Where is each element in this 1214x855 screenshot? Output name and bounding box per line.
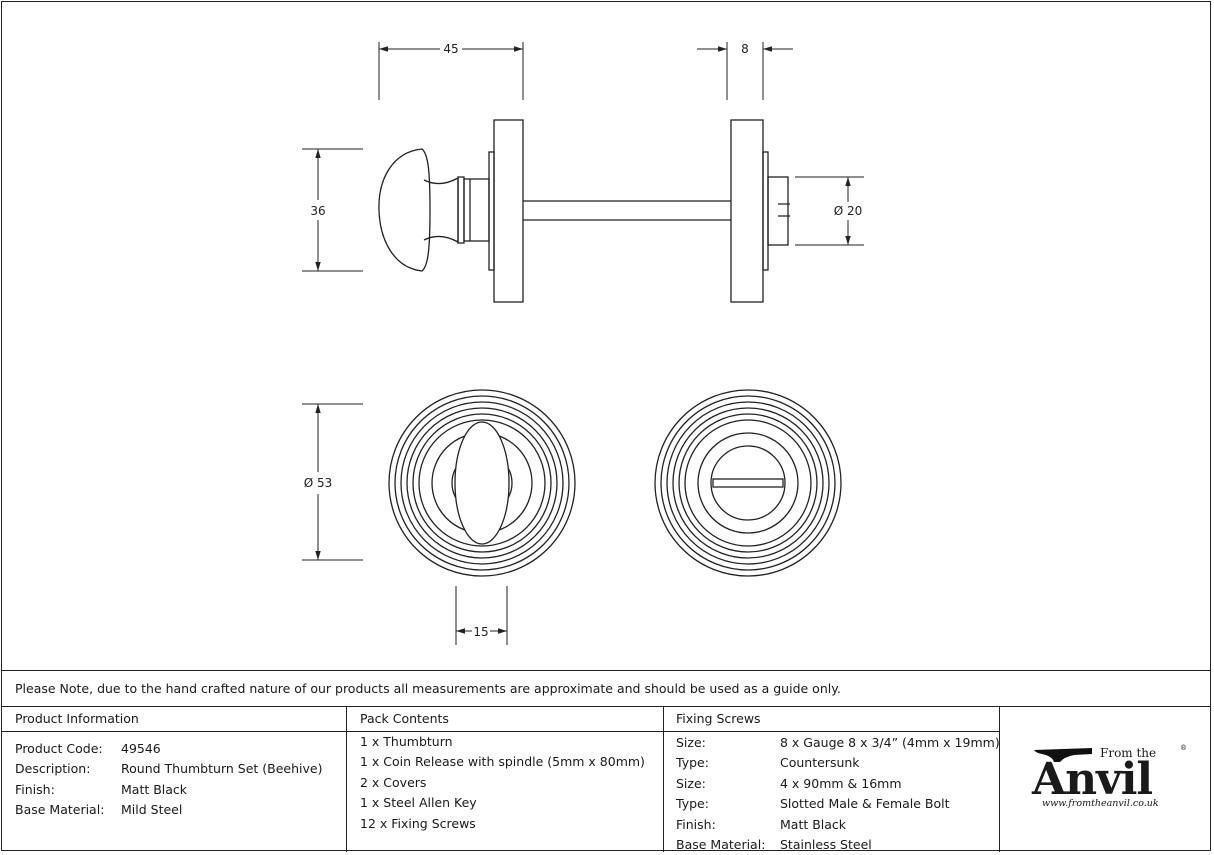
table-top-rule	[1, 670, 1211, 671]
pack-contents-list: 1 x Thumbturn 1 x Coin Release with spin…	[360, 732, 645, 834]
fixing-row: Type: Countersunk	[676, 753, 1000, 773]
row-value: Slotted Male & Female Bolt	[780, 796, 950, 812]
row-label: Base Material:	[676, 836, 766, 852]
row-value: Mild Steel	[121, 802, 183, 818]
dim-thumb-width: 15	[473, 625, 488, 639]
dim-thumbturn-height: 36	[310, 204, 325, 218]
fixing-row: Size: 8 x Gauge 8 x 3/4” (4mm x 19mm)	[676, 733, 1000, 753]
row-value: 8 x Gauge 8 x 3/4” (4mm x 19mm)	[780, 735, 1000, 750]
list-item: 1 x Steel Allen Key	[360, 795, 477, 811]
from-the-anvil-logo: From the ® Anvil www.fromtheanvil.co.uk	[1030, 740, 1190, 820]
row-label: Description:	[15, 761, 91, 777]
row-label: Finish:	[15, 781, 55, 797]
row-label: Size:	[676, 735, 706, 750]
product-info-row: Description: Round Thumbturn Set (Beehive…	[15, 759, 322, 779]
measurement-note: Please Note, due to the hand crafted nat…	[15, 681, 841, 696]
fixing-screws-list: Size: 8 x Gauge 8 x 3/4” (4mm x 19mm) Typ…	[676, 733, 1000, 855]
product-info-row: Base Material: Mild Steel	[15, 800, 322, 820]
row-label: Base Material:	[15, 802, 105, 818]
column-divider	[999, 706, 1000, 852]
anvil-icon	[1034, 748, 1092, 762]
fixing-row: Type: Slotted Male & Female Bolt	[676, 794, 1000, 814]
product-information-heading: Product Information	[15, 711, 139, 726]
row-value: Matt Black	[121, 781, 188, 797]
thumb-lever	[454, 421, 510, 545]
fixing-screws-heading: Fixing Screws	[676, 711, 761, 726]
list-item: 2 x Covers	[360, 774, 427, 790]
technical-drawing: 45 8 36 Ø 20 Ø 53 15	[302, 42, 864, 645]
side-view	[378, 119, 790, 303]
product-information-list: Product Code: 49546 Description: Round Thu…	[15, 739, 322, 821]
dim-cover-thickness: 8	[741, 42, 749, 56]
row-value: Round Thumbturn Set (Beehive)	[121, 761, 323, 777]
column-divider	[663, 706, 664, 852]
logo-from-the: From the	[1100, 746, 1157, 760]
column-divider	[346, 706, 347, 852]
row-label: Type:	[676, 755, 709, 771]
logo-wordmark: Anvil	[1032, 754, 1153, 805]
thumbturn-front-view	[388, 389, 576, 577]
left-cover-side	[488, 151, 495, 271]
list-item: 1 x Thumbturn	[360, 734, 453, 749]
dim-release-diameter: Ø 20	[834, 204, 863, 218]
pack-contents-heading: Pack Contents	[360, 711, 449, 726]
row-value: Matt Black	[780, 816, 847, 832]
row-value: Stainless Steel	[780, 836, 872, 852]
dimension-lines	[302, 42, 864, 645]
fixing-row: Base Material: Stainless Steel	[676, 835, 1000, 855]
dim-cover-diameter: Ø 53	[304, 476, 333, 490]
list-item: 12 x Fixing Screws	[360, 815, 476, 831]
fixing-row: Finish: Matt Black	[676, 815, 1000, 835]
coin-slot	[712, 478, 784, 488]
fixing-row: Size: 4 x 90mm & 16mm	[676, 774, 1000, 794]
product-info-row: Finish: Matt Black	[15, 780, 322, 800]
row-label: Type:	[676, 796, 709, 812]
thumbturn-knob	[378, 148, 431, 272]
row-label: Finish:	[676, 816, 716, 832]
right-cover-side	[730, 119, 764, 303]
product-info-row: Product Code: 49546	[15, 739, 322, 759]
logo-url: www.fromtheanvil.co.uk	[1042, 798, 1159, 809]
row-label: Product Code:	[15, 741, 103, 756]
coin-release-side	[767, 176, 789, 246]
heading-rule	[1, 731, 999, 732]
row-value: 49546	[121, 741, 161, 756]
coin-release-front-view	[654, 389, 842, 577]
row-label: Size:	[676, 775, 706, 791]
dim-thumbturn-length: 45	[443, 42, 458, 56]
row-value: 4 x 90mm & 16mm	[780, 775, 902, 791]
logo-registered-mark: ®	[1180, 744, 1187, 752]
list-item: 1 x Coin Release with spindle (5mm x 80m…	[360, 754, 645, 770]
note-rule	[1, 706, 1211, 707]
row-value: Countersunk	[780, 755, 860, 771]
